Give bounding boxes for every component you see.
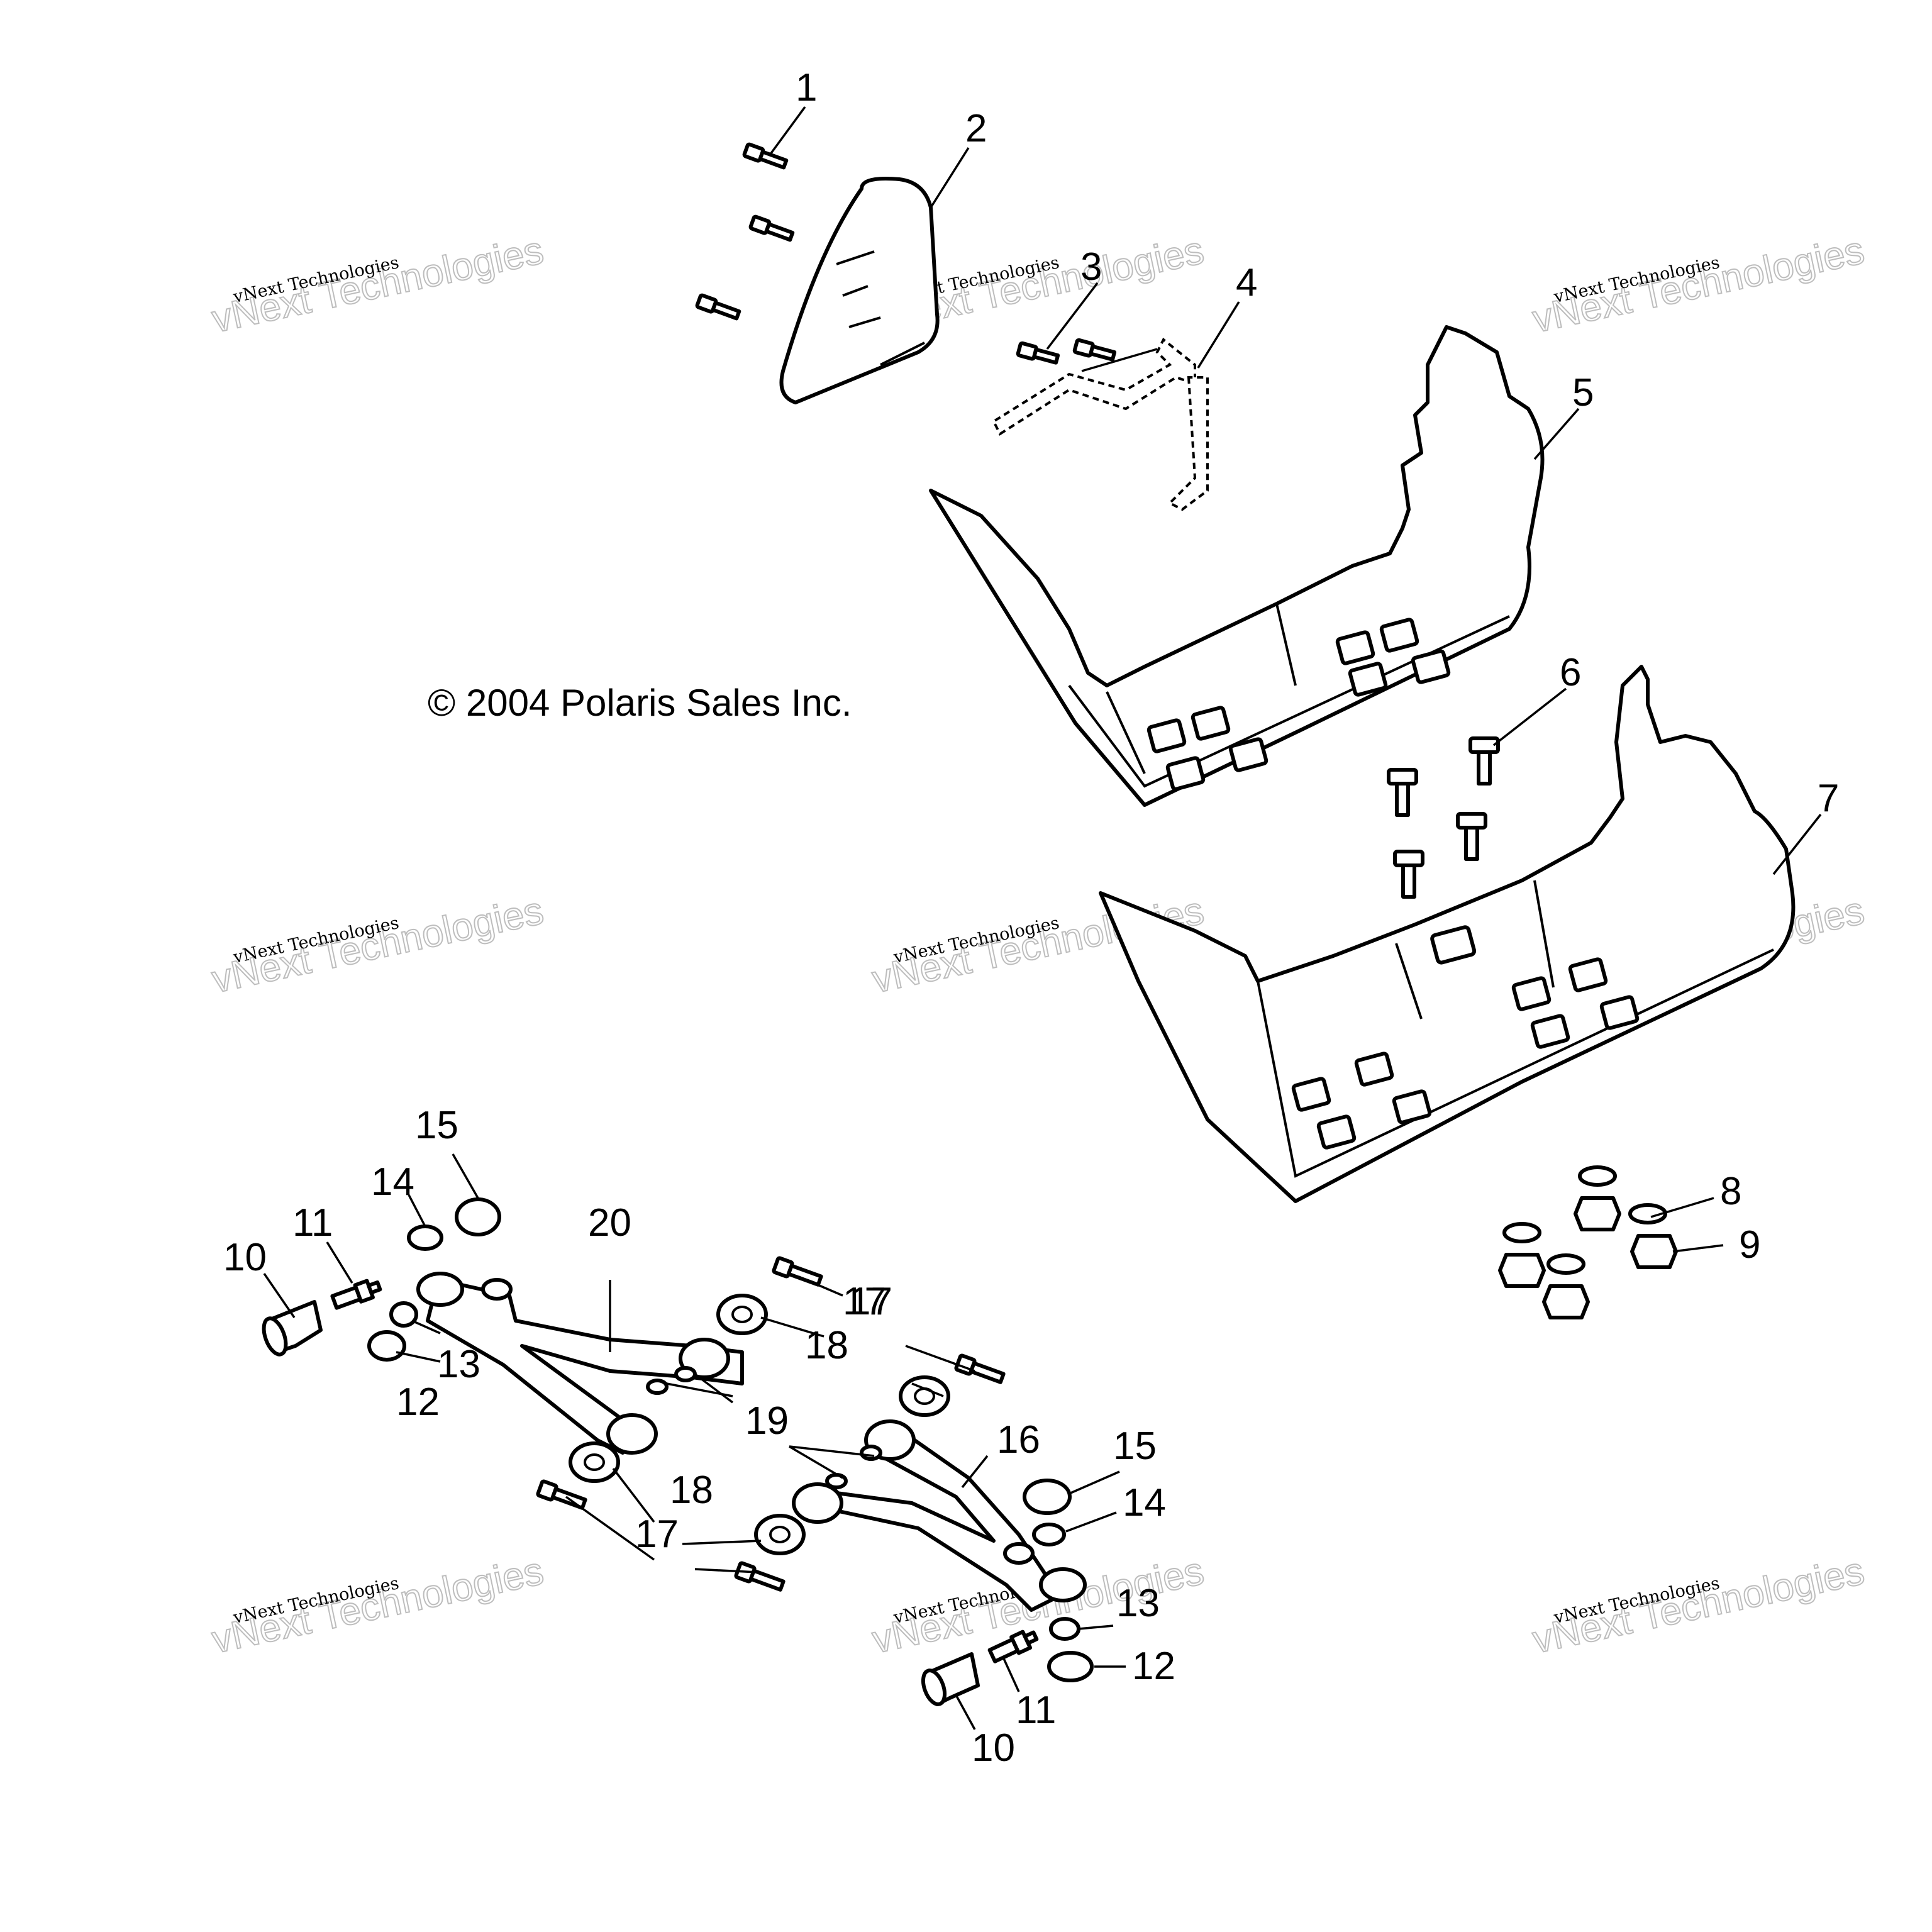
- callout-19: 19: [745, 1399, 789, 1443]
- bolt-17-d: [734, 1561, 786, 1592]
- part-a-arm-upper: [416, 1272, 744, 1455]
- callout-18: 18: [670, 1468, 713, 1512]
- leader-lines: [263, 106, 1822, 1730]
- callout-19: 19: [745, 1399, 789, 1443]
- bolt-17-c: [536, 1479, 587, 1510]
- bushing-18-lower-left: [569, 1441, 620, 1483]
- washer-8: [1628, 1203, 1667, 1224]
- bolt-3-right: [1072, 338, 1117, 362]
- bushing-13: [389, 1301, 418, 1328]
- callout-labels: 1 2 3 4 5 6 7 8 9 10 11 12 13 14 15 16 1…: [223, 66, 1839, 1770]
- callout-11: 11: [292, 1201, 333, 1245]
- callout-18: 18: [805, 1324, 848, 1367]
- callout-10: 10: [223, 1236, 267, 1279]
- part-bracket: [992, 337, 1209, 511]
- part-a-arm-lower: [792, 1419, 1087, 1612]
- right-hardware-group: [921, 1479, 1094, 1706]
- callout-3: 3: [1080, 245, 1102, 289]
- callout-15: 15: [415, 1104, 458, 1147]
- part-footwell-left: [929, 325, 1545, 807]
- washer-8: [1546, 1253, 1585, 1275]
- callout-20: 20: [588, 1201, 631, 1245]
- bolt-3-group: [1016, 338, 1117, 365]
- bolt-1-lower: [695, 293, 741, 321]
- callout-1: 1: [796, 66, 817, 109]
- nut-9: [1542, 1284, 1590, 1319]
- nut-9: [1498, 1253, 1546, 1288]
- bolt-6-group: [1387, 736, 1500, 899]
- washer-8: [1502, 1222, 1541, 1243]
- bolt-3-left: [1016, 341, 1060, 365]
- bolt-1-group: [695, 142, 795, 321]
- watermark-bottom-right: vNext Technologies vNext Technologies: [1528, 1548, 1868, 1662]
- bolt-1-middle: [748, 214, 795, 242]
- callout-2: 2: [965, 107, 987, 150]
- callout-8: 8: [1720, 1170, 1741, 1213]
- fitting-11: [330, 1279, 382, 1310]
- bushing-18-upper: [716, 1294, 768, 1335]
- bushing-18-group: [569, 1294, 950, 1555]
- part-cover: [779, 177, 940, 404]
- bushing-18-upper-right: [899, 1375, 950, 1417]
- callout-14: 14: [371, 1160, 414, 1204]
- callout-4: 4: [1236, 261, 1257, 304]
- callout-17: 17: [843, 1280, 886, 1323]
- fitting-11: [987, 1629, 1039, 1663]
- callout-13: 13: [437, 1343, 480, 1386]
- callout-15: 15: [1113, 1424, 1157, 1468]
- bolt-6-c: [1456, 812, 1487, 861]
- bushing-14: [407, 1224, 443, 1251]
- callout-17: 17: [635, 1513, 679, 1556]
- watermark-bottom-left: vNext Technologies vNext Technologies: [208, 1548, 548, 1662]
- callout-16: 16: [997, 1418, 1040, 1462]
- callout-12: 12: [396, 1380, 440, 1424]
- callout-14: 14: [1123, 1481, 1166, 1524]
- callout-17: 17: [849, 1280, 892, 1323]
- callout-13: 13: [1116, 1582, 1160, 1625]
- callout-12: 12: [1132, 1645, 1175, 1688]
- bolt-17-b: [954, 1353, 1006, 1384]
- callout-5: 5: [1572, 371, 1594, 414]
- bolt-6-b: [1387, 768, 1418, 817]
- bolt-6-d: [1393, 850, 1424, 899]
- hardware-8-9-group: [1498, 1165, 1678, 1319]
- bushing-14: [1032, 1523, 1066, 1546]
- bolt-6-a: [1468, 736, 1500, 786]
- bolt-1-upper: [742, 142, 789, 170]
- callout-18: 18: [805, 1324, 848, 1367]
- copyright-text: © 2004 Polaris Sales Inc.: [428, 682, 852, 724]
- watermark-top-left: vNext Technologies vNext Technologies: [208, 228, 548, 341]
- bushing-18-lower: [754, 1514, 806, 1555]
- callout-7: 7: [1818, 777, 1839, 820]
- callout-6: 6: [1560, 651, 1581, 694]
- seal-12: [367, 1330, 406, 1362]
- bushing-13: [1049, 1617, 1080, 1641]
- part-footwell-right: [1099, 665, 1796, 1203]
- nut-9: [1630, 1234, 1678, 1269]
- watermark-mid-left: vNext Technologies vNext Technologies: [208, 888, 548, 1002]
- callout-11: 11: [1016, 1689, 1056, 1732]
- washer-8: [1578, 1165, 1617, 1187]
- cap-15: [455, 1197, 501, 1236]
- callout-9: 9: [1739, 1223, 1760, 1267]
- cap-15: [1023, 1479, 1072, 1515]
- watermark-top-right: vNext Technologies vNext Technologies: [1528, 228, 1868, 341]
- seal-12: [1047, 1651, 1094, 1682]
- nut-9: [1574, 1196, 1621, 1231]
- left-hardware-group: [262, 1197, 501, 1362]
- callout-10: 10: [972, 1726, 1015, 1770]
